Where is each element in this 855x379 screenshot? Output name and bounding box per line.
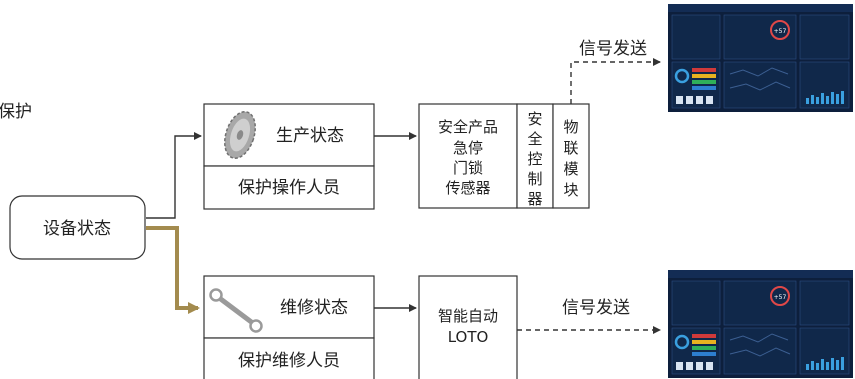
smart-loto-box xyxy=(418,275,518,379)
dashboard-bottom-kpi: +57 xyxy=(774,294,787,301)
smart-loto-line-2: LOTO xyxy=(448,328,489,346)
device-state-label: 设备状态 xyxy=(43,219,111,239)
protect-operator-label: 保护操作人员 xyxy=(238,178,340,198)
safety-controller-char-2: 全 xyxy=(527,130,542,148)
iot-module-box xyxy=(552,103,590,209)
maintenance-state-label: 维修状态 xyxy=(280,298,348,318)
safety-products-line-4: 传感器 xyxy=(445,179,490,197)
device-state-box xyxy=(9,195,146,260)
iot-module-char-2: 联 xyxy=(563,139,578,157)
wrench-icon xyxy=(209,288,263,333)
protect-maintainer-label: 保护维修人员 xyxy=(238,351,340,371)
safety-products-line-1: 安全产品 xyxy=(438,118,498,136)
safety-controller-char-5: 器 xyxy=(527,190,542,208)
arrow-to-maintenance xyxy=(146,226,200,314)
production-state-label: 生产状态 xyxy=(276,126,344,146)
protect-operator-box xyxy=(203,165,375,210)
dashboard-top-kpi: +57 xyxy=(774,28,787,35)
signal-top-label: 信号发送 xyxy=(579,39,647,59)
dashboard-screenshot-top: +57 xyxy=(666,2,855,114)
iot-module-char-3: 模 xyxy=(563,160,578,178)
dashboard-screenshot-bottom: +57 xyxy=(666,268,855,379)
signal-arrow-top xyxy=(570,58,661,104)
arrow-to-production xyxy=(146,132,202,219)
safety-products-line-2: 急停 xyxy=(453,139,483,157)
safety-controller-char-4: 制 xyxy=(527,170,542,188)
protect-maintainer-box xyxy=(203,337,375,379)
safety-products-line-3: 门锁 xyxy=(453,159,483,177)
signal-bottom-label: 信号发送 xyxy=(562,298,630,318)
safety-products-box xyxy=(418,103,518,209)
iot-module-char-4: 块 xyxy=(563,181,578,199)
gear-icon xyxy=(224,111,256,159)
smart-loto-line-1: 智能自动 xyxy=(438,307,498,325)
iot-module-char-1: 物 xyxy=(563,118,578,136)
safety-controller-box xyxy=(516,103,554,209)
safety-controller-char-3: 控 xyxy=(527,150,542,168)
safety-controller-char-1: 安 xyxy=(527,110,542,128)
left-fragment-text: 保护 xyxy=(0,102,32,122)
